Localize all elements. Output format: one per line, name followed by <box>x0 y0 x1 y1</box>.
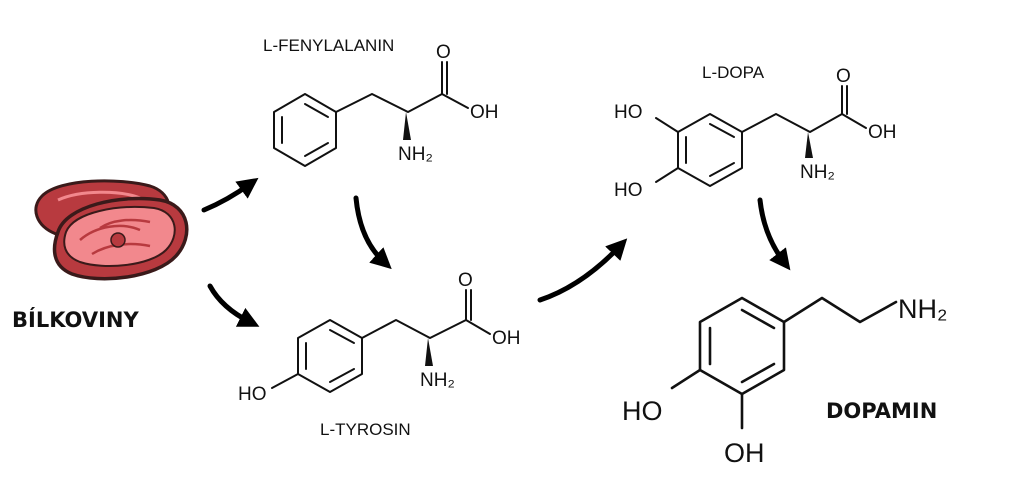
phenylalanine-structure: L-FENYLALANIN O OH NH₂ <box>263 36 499 167</box>
ldopa-name: L-DOPA <box>702 63 765 82</box>
tyrosine-phenol-ho: HO <box>238 384 267 405</box>
arrow-tyrosine-to-ldopa <box>537 238 628 303</box>
phenylalanine-hydroxyl: OH <box>470 102 499 123</box>
arrow-ldopa-to-dopamine <box>757 197 791 271</box>
phenylalanine-amine: NH₂ <box>398 144 433 165</box>
ldopa-hydroxyl: OH <box>868 122 897 143</box>
ldopa-ho-upper: HO <box>614 102 643 123</box>
arrow-to-phenylalanine <box>201 177 259 213</box>
tyrosine-structure: O OH HO NH₂ L-TYROSIN <box>238 270 521 439</box>
dopamine-name: DOPAMIN <box>826 399 937 423</box>
source-label: BÍLKOVINY <box>12 307 139 332</box>
dopamine-structure: NH₂ HO OH DOPAMIN <box>622 294 947 468</box>
dopamine-ho: HO <box>622 396 663 426</box>
dopamine-oh: OH <box>724 438 765 468</box>
meat-steak-icon <box>34 179 189 281</box>
tyrosine-name: L-TYROSIN <box>320 420 411 439</box>
ldopa-structure: L-DOPA O OH HO HO NH₂ <box>614 63 897 201</box>
tyrosine-hydroxyl: OH <box>492 328 521 349</box>
ldopa-oxygen: O <box>836 66 851 87</box>
tyrosine-amine: NH₂ <box>420 370 455 391</box>
phenylalanine-name: L-FENYLALANIN <box>263 36 394 55</box>
ldopa-ho-lower: HO <box>614 180 643 201</box>
tyrosine-oxygen: O <box>458 270 473 291</box>
ldopa-amine: NH₂ <box>800 162 835 183</box>
arrow-phenylalanine-to-tyrosine <box>353 195 392 270</box>
dopamine-amine: NH₂ <box>898 294 947 324</box>
phenylalanine-oxygen: O <box>436 42 451 63</box>
arrow-to-tyrosine <box>207 283 260 327</box>
